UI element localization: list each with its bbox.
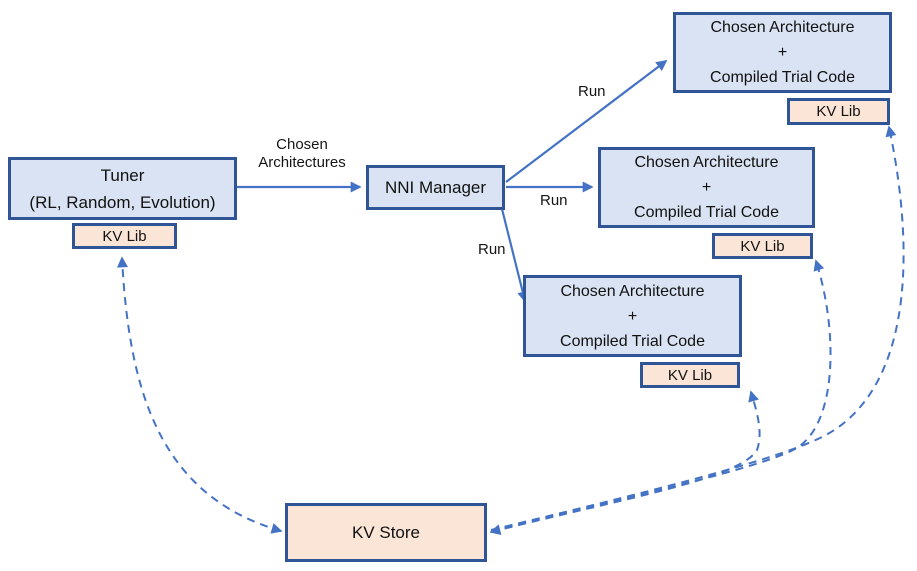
arch-line1: Chosen Architecture [560,282,705,300]
node-kv-store: KV Store [285,503,487,562]
link-kvstore-kvlib-bottom [489,390,761,536]
kv-lib-label: KV Lib [816,103,861,120]
tuner-title: Tuner [100,165,145,185]
arch-line3: Compiled Trial Code [710,69,855,86]
arch-line2: + [701,179,712,196]
node-arch-bottom: Chosen Architecture + Compiled Trial Cod… [523,275,742,357]
arch-line1: Chosen Architecture [634,154,779,171]
link-kvstore-tuner-kvlib [116,256,283,534]
link-kvstore-kvlib-middle [490,259,832,532]
arrow-nni-to-arch-top [505,60,668,183]
tuner-subtitle: (RL, Random, Evolution) [29,192,216,212]
edge-label-line: Architectures [258,154,346,171]
arrow-nni-to-arch-bot [500,208,529,303]
arch-line3: Compiled Trial Code [634,204,779,221]
kv-lib-top: KV Lib [787,98,890,125]
arch-line2: + [777,44,788,61]
arch-line3: Compiled Trial Code [560,332,705,350]
nni-manager-label: NNI Manager [384,177,487,197]
edge-label-chosen-architectures: Chosen Architectures [247,136,357,172]
kv-lib-label: KV Lib [740,237,785,255]
node-arch-middle: Chosen Architecture + Compiled Trial Cod… [598,147,815,228]
edge-label-run-top: Run [578,83,606,100]
arch-line1: Chosen Architecture [710,19,855,36]
node-tuner: Tuner (RL, Random, Evolution) [8,157,237,220]
node-arch-top: Chosen Architecture + Compiled Trial Cod… [673,12,892,93]
kv-lib-tuner: KV Lib [72,223,177,249]
kv-lib-label: KV Lib [102,227,147,245]
kv-store-label: KV Store [351,522,421,542]
kv-lib-bottom: KV Lib [640,362,740,388]
kv-lib-label: KV Lib [667,366,713,384]
arch-line2: + [627,307,638,325]
node-nni-manager: NNI Manager [366,165,505,210]
edge-label-line: Chosen [276,136,328,153]
kv-lib-middle: KV Lib [712,233,813,259]
edge-label-run-middle: Run [540,192,568,209]
link-kvstore-kvlib-top [490,125,905,531]
edge-label-run-bottom: Run [478,241,506,258]
